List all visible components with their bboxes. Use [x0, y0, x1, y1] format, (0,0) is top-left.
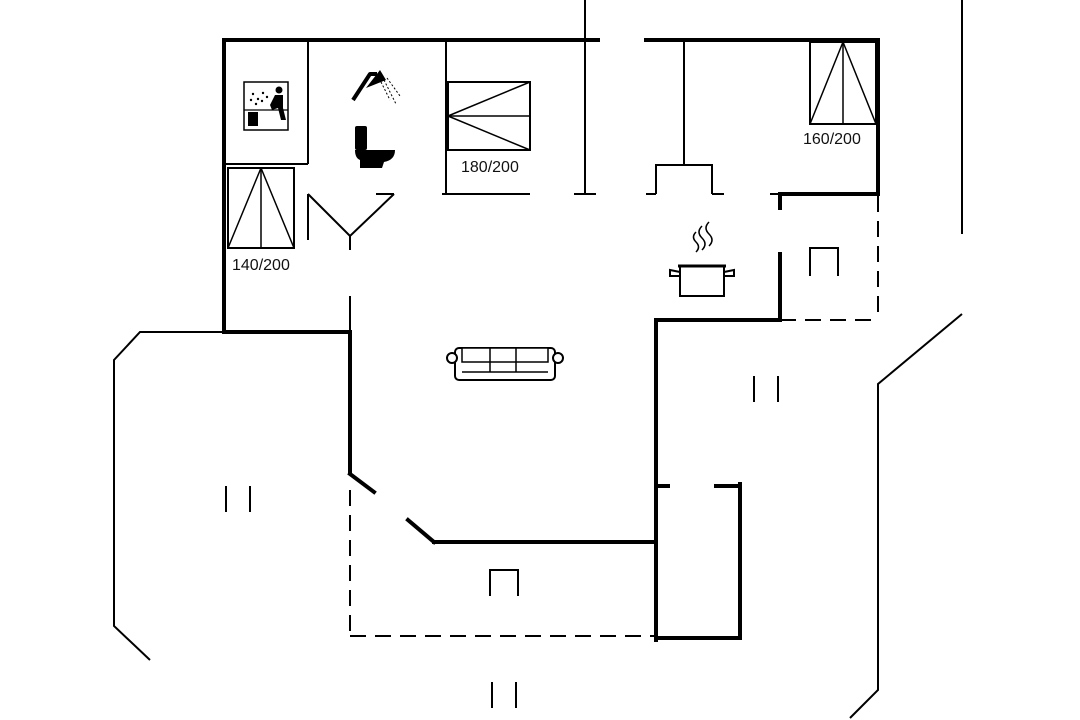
- outdoor-chair-icon: [489, 247, 839, 596]
- site-outline: [113, 0, 963, 719]
- bed-1: 140/200: [227, 167, 295, 274]
- bed-1-label: 140/200: [232, 257, 290, 274]
- sofa-icon: [446, 347, 564, 381]
- bed-2-label: 180/200: [461, 159, 519, 176]
- sauna-icon: [243, 81, 289, 131]
- interior-walls: [226, 0, 780, 332]
- shower-icon: [351, 70, 401, 105]
- terrace-outlines: [349, 196, 879, 637]
- terrace-marker-icon: [225, 376, 779, 708]
- bed-3-label: 160/200: [803, 131, 861, 148]
- bed-3: 160/200: [803, 41, 877, 148]
- cooking-pot-icon: [669, 221, 735, 297]
- toilet-icon: [355, 126, 395, 168]
- house-walls: [222, 38, 880, 642]
- bed-2: 180/200: [447, 81, 531, 176]
